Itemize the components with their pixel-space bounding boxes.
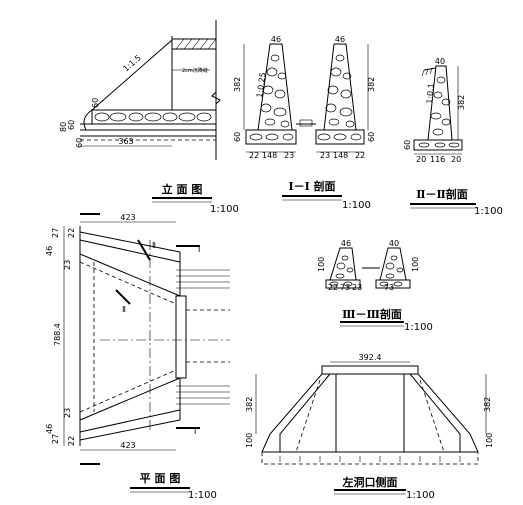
plan-dim-22b: 22 <box>67 436 76 446</box>
elevation-title: 立 面 图 <box>162 182 203 196</box>
side-title: 左洞口侧面 <box>342 475 398 489</box>
plan-dim-46a: 46 <box>45 246 54 256</box>
s2-dim-20b: 20 <box>451 155 461 164</box>
plan-dim-27a: 27 <box>51 228 60 238</box>
plan-dim-423-top: 423 <box>120 213 135 222</box>
elevation-scale: 1:100 <box>210 204 239 215</box>
plan-dim-423-bottom: 423 <box>120 441 135 450</box>
note-joint: 2cm沉降缝 <box>182 67 208 74</box>
dim-60-c: 60 <box>75 138 84 148</box>
s3-dim-73b: 73 <box>384 283 394 292</box>
ground-hatch <box>175 38 217 50</box>
plan-cut-i-bottom: I <box>194 427 196 436</box>
s3-dim-46: 46 <box>341 239 351 248</box>
dim-80: 80 <box>59 122 68 132</box>
section-1-view: 382 46 1:0.25 60 22 148 23 382 46 60 23 … <box>233 35 376 211</box>
plan-dim-23a: 23 <box>63 260 72 270</box>
plan-cut-ii-b: Ⅱ <box>122 305 126 314</box>
s1b-dim-148: 148 <box>333 151 348 160</box>
dim-60-b: 60 <box>67 120 76 130</box>
culvert-entrance <box>175 295 187 379</box>
side-scale: 1:100 <box>406 490 435 501</box>
masonry-strip <box>91 109 217 125</box>
side-view: 392.4 382 382 100 100 左洞口侧面 1:100 <box>245 353 494 501</box>
plan-dim-22a: 22 <box>67 228 76 238</box>
dim-slope: 1:1.5 <box>121 53 142 73</box>
s1b-dim-46: 46 <box>335 35 345 44</box>
section-1-title: I－I 剖面 <box>288 179 335 193</box>
slope-line <box>91 39 173 111</box>
section-3-view: 46 22 73 23 100 40 73 100 Ⅲ－Ⅲ剖面 1:100 <box>317 239 433 333</box>
s3-dim-100a: 100 <box>317 257 326 272</box>
s3-dim-73: 73 <box>340 283 350 292</box>
plan-cut-ii: Ⅱ <box>152 241 156 250</box>
s3-dim-22: 22 <box>328 283 338 292</box>
elevation-view: 363 1:1.5 2cm沉降缝 60 80 60 60 立 面 图 1:100 <box>59 20 239 215</box>
s1-dim-382: 382 <box>233 77 242 92</box>
plan-dim-total: 788.4 <box>53 323 62 346</box>
s1b-dim-22: 22 <box>355 151 365 160</box>
section-3-scale: 1:100 <box>404 322 433 333</box>
break-mark <box>211 91 221 105</box>
masonry-stones <box>94 112 212 122</box>
section-1-scale: 1:100 <box>342 200 371 211</box>
side-cap <box>321 365 419 375</box>
plan-cut-i-top: I <box>198 245 200 254</box>
footing-left <box>245 129 297 145</box>
wall-section-right <box>323 43 357 131</box>
dim-60-a: 60 <box>91 98 100 108</box>
s2-dim-20a: 20 <box>416 155 426 164</box>
s1-dim-46: 46 <box>271 35 281 44</box>
s3-dim-100b: 100 <box>411 257 420 272</box>
footing-2 <box>413 139 463 151</box>
side-dim-bl: 100 <box>245 433 254 448</box>
s1-dim-22: 22 <box>249 151 259 160</box>
footing-right <box>315 129 365 145</box>
s1-dim-slope: 1:0.25 <box>255 72 267 99</box>
s1b-dim-23: 23 <box>320 151 330 160</box>
s2-dim-60: 60 <box>403 140 412 150</box>
s1b-dim-60: 60 <box>367 132 376 142</box>
plan-dim-46b: 46 <box>45 424 54 434</box>
s1-dim-148: 148 <box>262 151 277 160</box>
s2-dim-slope: 1:0.1 <box>425 83 436 104</box>
section-2-scale: 1:100 <box>474 206 503 217</box>
section-2-view: 40 382 1:0.1 60 20 116 20 Ⅱ－Ⅱ剖面 1:100 <box>403 57 503 217</box>
plan-title: 平 面 图 <box>140 472 181 485</box>
plan-dim-23b: 23 <box>63 408 72 418</box>
plan-dim-27b: 27 <box>51 434 60 444</box>
s3-dim-40: 40 <box>389 239 399 248</box>
s2-dim-382: 382 <box>457 95 466 110</box>
side-dim-br: 100 <box>485 433 494 448</box>
section-3-title: Ⅲ－Ⅲ剖面 <box>342 307 402 321</box>
dim-363: 363 <box>118 137 133 146</box>
s2-dim-116: 116 <box>430 155 445 164</box>
side-dim-left: 382 <box>245 397 254 412</box>
side-dim-right: 382 <box>483 397 492 412</box>
plan-view: I I Ⅱ Ⅱ 423 423 788.4 22 27 46 23 23 46 … <box>45 213 230 501</box>
section-2-title: Ⅱ－Ⅱ剖面 <box>416 187 468 201</box>
s2-dim-40: 40 <box>435 57 445 66</box>
side-dim-top: 392.4 <box>359 353 382 362</box>
plan-scale: 1:100 <box>188 490 217 501</box>
s1b-dim-382: 382 <box>367 77 376 92</box>
s1-dim-60: 60 <box>233 132 242 142</box>
s1-dim-23: 23 <box>284 151 294 160</box>
s3-dim-23: 23 <box>352 283 362 292</box>
toe-curve <box>83 109 93 131</box>
